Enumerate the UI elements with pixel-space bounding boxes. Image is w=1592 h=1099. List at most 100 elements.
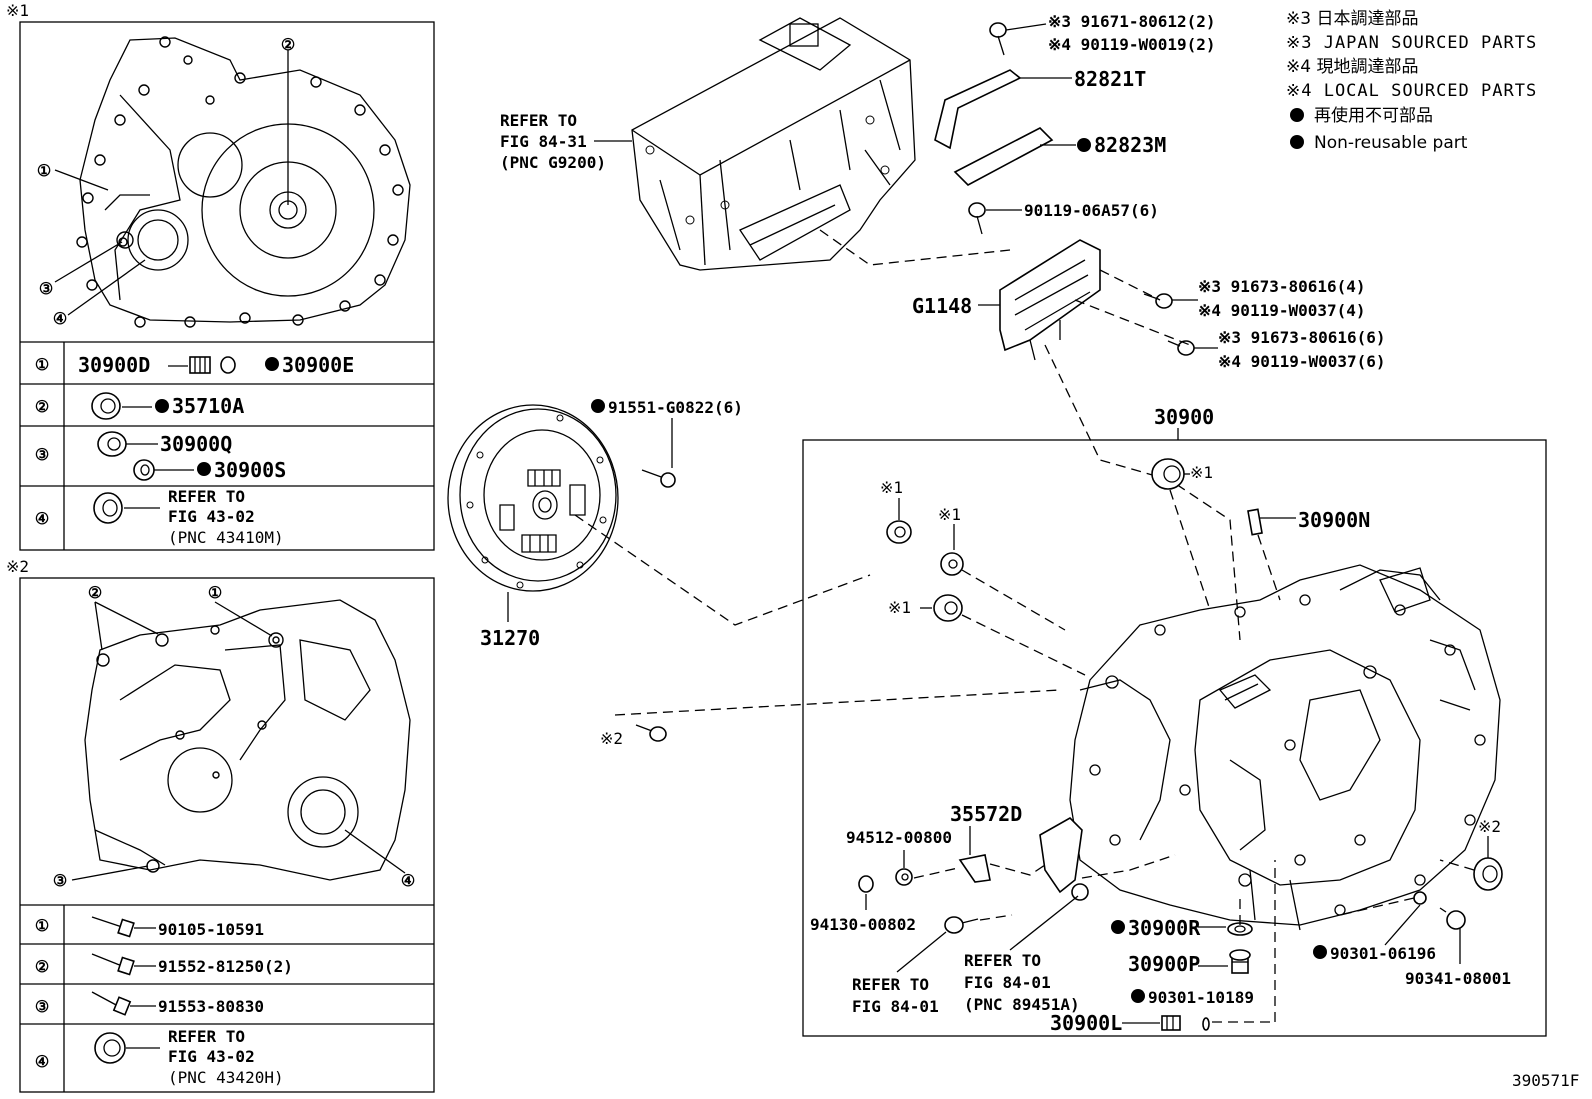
non-reusable-dot-icon: [1111, 920, 1125, 934]
plug-part-icon: [168, 356, 236, 374]
bolt-part-icon: [91, 953, 156, 976]
inset2-row2-part: 91552-81250(2): [158, 957, 293, 976]
refer-inverter-line1: REFER TO: [500, 111, 577, 130]
label-35572D: 35572D: [950, 802, 1022, 826]
legend-local-jp: ※4 現地調達部品: [1286, 57, 1418, 77]
module-G1148-icon: [999, 239, 1101, 361]
o-ring-icon: [1202, 1017, 1210, 1031]
label-90119-W0019: ※4 90119-W0019(2): [1048, 35, 1216, 54]
bolt-90119-06A57-icon: [968, 202, 1022, 235]
non-reusable-dot-icon: [1313, 945, 1327, 959]
inset1-row1-part-b: 30900E: [282, 353, 354, 377]
legend-japan-en: ※3 JAPAN SOURCED PARTS: [1286, 33, 1537, 53]
label-91673-80616-6: ※3 91673-80616(6): [1218, 328, 1386, 347]
inset2-row4-ref-line2: FIG 43-02: [168, 1047, 255, 1066]
inset2-row3-num: ③: [35, 997, 49, 1016]
label-30900R: 30900R: [1128, 916, 1201, 940]
label-mark2-right: ※2: [1478, 817, 1501, 836]
oil-seal-part-icon: [94, 1032, 160, 1064]
non-reusable-dot-icon: [1077, 138, 1091, 152]
inset2-row1-part: 90105-10591: [158, 920, 264, 939]
inset1-row4-num: ④: [35, 509, 49, 528]
inset2-housing-drawing: [71, 599, 411, 881]
lock-plate-icon: [958, 854, 991, 883]
label-31270: 31270: [480, 626, 540, 650]
label-30900N: 30900N: [1298, 508, 1370, 532]
gasket-30900R-icon: [1227, 922, 1253, 936]
inset2-callout-4: ④: [401, 871, 415, 890]
nut-94130-icon: [858, 875, 874, 893]
clutch-disc-31270-icon: [447, 404, 619, 592]
non-reusable-dot-icon: [265, 357, 279, 371]
inset1-row1-part-a: 30900D: [78, 353, 150, 377]
label-82823M: 82823M: [1094, 133, 1166, 157]
bolt-part-icon: [91, 991, 156, 1016]
bolt-part-icon: [91, 916, 156, 938]
non-reusable-dot-icon: [197, 462, 211, 476]
bolt-91551-icon: [641, 469, 676, 488]
plug-90341-icon: [1439, 907, 1466, 930]
label-30900: 30900: [1154, 405, 1214, 429]
inset1-box: [19, 21, 435, 551]
oil-seal-part-icon: [93, 492, 160, 524]
bolt-refer-icon: [944, 916, 979, 934]
label-94512-00800: 94512-00800: [846, 828, 952, 847]
inset1-mark: ※1: [6, 1, 29, 20]
bushing-icon: [886, 520, 912, 544]
inset1-row4-ref-line1: REFER TO: [168, 487, 245, 506]
plug-30900L-icon: [1161, 1015, 1181, 1031]
inset2-callout-1: ①: [208, 583, 222, 602]
refer-switch-line3: (PNC 89451A): [964, 995, 1080, 1014]
inset1-row4-ref-line2: FIG 43-02: [168, 507, 255, 526]
refer-switch-line1: REFER TO: [964, 951, 1041, 970]
bushing-part-icon: [97, 431, 158, 457]
inset2-row2-num: ②: [35, 957, 49, 976]
label-91673-80616-4: ※3 91673-80616(4): [1198, 277, 1366, 296]
plate-82823M-icon: [953, 127, 1076, 186]
legend-nonreusable-en: Non-reusable part: [1314, 133, 1468, 153]
bracket-82821T-icon: [934, 69, 1072, 150]
inset2-row4-num: ④: [35, 1052, 49, 1071]
label-90301-06196: 90301-06196: [1330, 944, 1436, 963]
sensor-30900N-icon: [1247, 508, 1296, 536]
figure-number: 390571F: [1512, 1071, 1579, 1090]
oil-seal-right-icon: [1473, 857, 1503, 891]
inset1-row3-num: ③: [35, 445, 49, 464]
label-90119-W0037-6: ※4 90119-W0037(6): [1218, 352, 1386, 371]
neutral-switch-icon: [1039, 817, 1089, 901]
seal-part-icon: [91, 392, 152, 420]
label-30900P: 30900P: [1128, 952, 1200, 976]
label-mark1-bushing: ※1: [880, 478, 903, 497]
washer-94512-icon: [895, 868, 913, 886]
inset1-callout-1: ①: [37, 161, 51, 180]
refer-inverter-line2: FIG 84-31: [500, 132, 587, 151]
non-reusable-dot-icon: [591, 399, 605, 413]
label-mark1-washer: ※1: [938, 505, 961, 524]
label-90119-W0037-4: ※4 90119-W0037(4): [1198, 301, 1366, 320]
inset2-callout-2: ②: [88, 583, 102, 602]
inset2-row1-num: ①: [35, 916, 49, 935]
label-mark2-left: ※2: [600, 729, 623, 748]
washer-part-icon: [133, 459, 194, 481]
inset2-row4-ref-line1: REFER TO: [168, 1027, 245, 1046]
inset1-row2-num: ②: [35, 397, 49, 416]
non-reusable-dot-icon: [155, 399, 169, 413]
inset1-row1-num: ①: [35, 355, 49, 374]
inset1-row2-part-b: 35710A: [172, 394, 244, 418]
bolt-91673-b-icon: [1167, 340, 1218, 356]
inset1-callout-2: ②: [281, 35, 295, 54]
inset1-row3-part-a: 30900Q: [160, 432, 232, 456]
legend-japan-jp: ※3 日本調達部品: [1286, 9, 1418, 29]
bolt-91671-icon: [989, 22, 1047, 56]
refer-inverter-line3: (PNC G9200): [500, 153, 606, 172]
label-90301-10189: 90301-10189: [1148, 988, 1254, 1007]
label-mark1-seal-mid: ※1: [888, 598, 911, 617]
bolt-91673-a-icon: [1143, 293, 1198, 309]
inverter-assembly-drawing: [631, 17, 916, 271]
plug-30900P-icon: [1229, 949, 1251, 974]
label-91671-80612: ※3 91671-80612(2): [1048, 12, 1216, 31]
legend-nonreusable-jp: 再使用不可部品: [1314, 105, 1433, 126]
label-90119-06A57: 90119-06A57(6): [1024, 201, 1159, 220]
non-reusable-dot-icon: [1131, 989, 1145, 1003]
label-G1148: G1148: [912, 294, 972, 318]
